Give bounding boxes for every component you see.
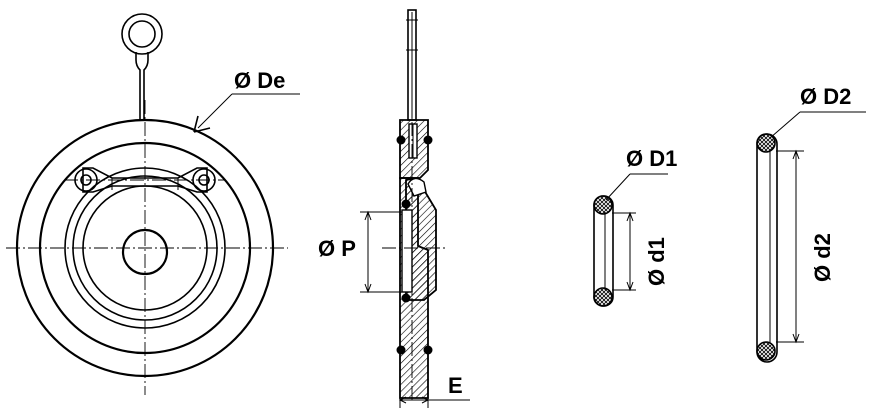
oring-small-section-top [593,195,613,215]
de-arrow [193,115,211,133]
section-oring-4 [401,293,411,303]
label-p: Ø P [318,236,356,261]
oring-small-view: Ø D1 Ø d1 [593,146,677,307]
label-d1-upper: Ø D1 [626,146,677,171]
section-oring-5 [396,345,406,355]
section-bore [401,209,413,293]
lifting-eye-stem [135,52,149,120]
lifting-eye-outer [121,13,163,55]
de-leader-line [197,93,233,129]
p-arrows [364,210,372,294]
bore-circle [121,228,169,276]
d1-arrows [626,211,634,292]
oring-large-body [756,133,778,363]
oring-large-section-bottom [756,341,776,361]
e-arrows [398,396,430,404]
front-view: Ø De [6,13,300,395]
oring-large-view: Ø D2 Ø d2 [756,84,866,363]
oring-small-section-bottom [593,287,613,307]
label-e: E [448,373,463,398]
section-oring-6 [423,345,433,355]
section-oring-1 [396,135,406,145]
oring-large-section-top [756,133,776,153]
label-d2-upper: Ø D2 [800,84,851,109]
section-disc-hinge [407,177,427,197]
label-d2-lower: Ø d2 [810,233,835,282]
section-oring-3 [401,199,411,209]
section-view: Ø P E [318,9,470,408]
label-d1-lower: Ø d1 [644,237,669,286]
d2-leader-line [769,111,801,139]
label-de: Ø De [234,68,285,93]
lifting-eye-inner [128,20,156,48]
section-oring-2 [423,135,433,145]
d2-arrows [792,149,800,344]
d1-leader-line [605,173,631,201]
